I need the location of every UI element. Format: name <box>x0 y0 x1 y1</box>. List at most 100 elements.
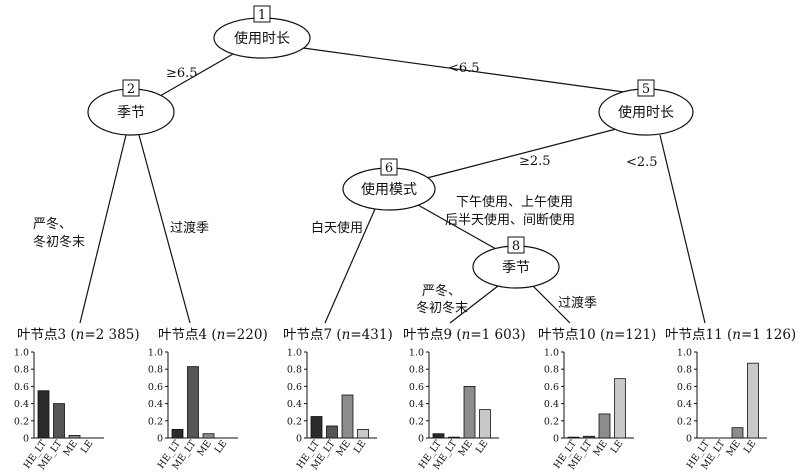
bar-me-lt <box>583 435 595 439</box>
leaf-chart-title: 叶节点10 (n=121) <box>538 327 656 343</box>
x-category-label: LE <box>352 438 369 455</box>
y-tick-label: 0.2 <box>409 416 424 427</box>
bar-he-lt <box>567 436 580 439</box>
edge-label-5-leaf11: <2.5 <box>626 155 658 170</box>
bar-he-lt <box>310 416 323 439</box>
edge-1-2 <box>159 53 234 97</box>
bar-me <box>202 433 215 439</box>
y-tick-label: 0.6 <box>14 382 29 393</box>
edge-5-6 <box>426 127 621 179</box>
node-variable-label: 季节 <box>502 260 530 276</box>
edge-8-leaf10 <box>532 285 571 324</box>
bar-me <box>341 394 354 439</box>
y-tick-label: 1.0 <box>409 348 424 359</box>
y-tick-label: 0.2 <box>148 416 163 427</box>
leaf-chart-5: 叶节点11 (n=1 126)00.20.40.60.81.0HE_LTME_L… <box>665 327 796 472</box>
node-id-label: 2 <box>127 82 135 97</box>
node-variable-label: 使用时长 <box>234 30 290 47</box>
leaf-title-suffix: =1 603) <box>470 327 525 343</box>
y-tick-label: 0 <box>553 434 559 445</box>
leaf-chart-title: 叶节点11 (n=1 126) <box>665 327 796 343</box>
y-tick-label: 1.0 <box>287 348 302 359</box>
leaf-title-prefix: 叶节点9 ( <box>403 327 462 343</box>
edge-labels-layer: ≥6.5<6.5严冬、冬初冬末过渡季≥2.5<2.5白天使用下午使用、上午使用后… <box>33 61 658 316</box>
node-id-box <box>637 79 655 97</box>
y-tick-label: 0.4 <box>677 399 692 410</box>
bar-he-lt <box>432 433 445 439</box>
leaf-title-n: n <box>732 327 741 343</box>
y-tick-label: 0.8 <box>148 365 163 376</box>
x-category-label: ME <box>456 438 475 458</box>
node-id-label: 1 <box>258 8 266 23</box>
bar-me <box>598 413 611 439</box>
tree-node-2: 2季节 <box>87 79 175 136</box>
y-tick-label: 0.4 <box>544 399 559 410</box>
edge-label-2-leaf3: 冬初冬末 <box>33 234 85 250</box>
edge-1-5 <box>302 47 625 93</box>
leaf-chart-0: 叶节点3 (n=2 385)00.20.40.60.81.0HE_LTME_LT… <box>14 327 140 472</box>
y-tick-label: 0.8 <box>409 365 424 376</box>
edge-2-leaf4 <box>138 134 191 324</box>
x-category-label: ME <box>61 438 80 458</box>
y-tick-label: 0.6 <box>409 382 424 393</box>
x-category-label: ME <box>724 438 743 458</box>
bar-he-lt <box>171 428 184 439</box>
x-category-label: LE <box>742 438 759 455</box>
edge-label-2-leaf4: 过渡季 <box>170 220 209 236</box>
y-tick-label: 0.6 <box>287 382 302 393</box>
bar-me-lt <box>53 403 65 439</box>
node-id-box <box>380 158 398 176</box>
y-tick-label: 0.6 <box>677 382 692 393</box>
bar-le <box>357 428 369 439</box>
y-tick-label: 1.0 <box>14 348 29 359</box>
y-tick-label: 0 <box>686 434 692 445</box>
leaf-title-suffix: =1 126) <box>741 327 796 343</box>
tree-node-1: 1 使用时长 <box>213 5 311 59</box>
y-tick-label: 0.4 <box>287 399 302 410</box>
y-tick-label: 1.0 <box>677 348 692 359</box>
bar-le <box>614 378 626 439</box>
bar-le <box>747 362 759 439</box>
y-tick-label: 0.8 <box>14 365 29 376</box>
x-category-label: LE <box>213 438 230 455</box>
y-tick-label: 0.2 <box>544 416 559 427</box>
leaf-chart-3: 叶节点9 (n=1 603)00.20.40.60.81.0HE_LTME_LT… <box>403 327 526 472</box>
edge-label-8-leaf10: 过渡季 <box>558 295 597 311</box>
y-tick-label: 1.0 <box>544 348 559 359</box>
leaf-title-n: n <box>342 327 351 343</box>
leaf-chart-title: 叶节点9 (n=1 603) <box>403 327 526 343</box>
edge-6-8 <box>417 204 497 250</box>
node-variable-label: 使用时长 <box>618 104 674 121</box>
bar-me-lt <box>448 436 460 439</box>
edge-label-2-leaf3: 严冬、 <box>33 216 72 232</box>
leaf-title-prefix: 叶节点10 ( <box>538 327 605 343</box>
x-category-label: LE <box>474 438 491 455</box>
y-tick-label: 0 <box>418 434 424 445</box>
leaf-title-suffix: =220) <box>225 327 267 343</box>
node-variable-label: 使用模式 <box>361 181 417 198</box>
x-category-label: ME <box>195 438 214 458</box>
y-tick-label: 0 <box>23 434 29 445</box>
leaf-chart-title: 叶节点7 (n=431) <box>283 327 393 343</box>
edge-label-1-2: ≥6.5 <box>166 66 198 81</box>
edge-label-8-leaf9: 严冬、 <box>422 283 461 299</box>
leaf-title-prefix: 叶节点11 ( <box>665 327 732 343</box>
y-tick-label: 0.4 <box>14 399 29 410</box>
x-category-label: ME <box>334 438 353 458</box>
y-tick-label: 0.4 <box>409 399 424 410</box>
y-tick-label: 0.2 <box>14 416 29 427</box>
y-tick-label: 0 <box>296 434 302 445</box>
tree-node-6: 6 使用模式 <box>342 158 436 211</box>
bar-he-lt <box>37 390 50 439</box>
y-tick-label: 0.8 <box>544 365 559 376</box>
leaf-chart-2: 叶节点7 (n=431)00.20.40.60.81.0HE_LTME_LTME… <box>283 327 393 472</box>
y-tick-label: 0.6 <box>544 382 559 393</box>
node-id-label: 6 <box>385 161 393 176</box>
node-id-box <box>507 236 525 254</box>
edges-layer <box>79 47 706 324</box>
leaf-title-suffix: =2 385) <box>84 327 139 343</box>
edge-label-1-5: <6.5 <box>448 61 480 76</box>
